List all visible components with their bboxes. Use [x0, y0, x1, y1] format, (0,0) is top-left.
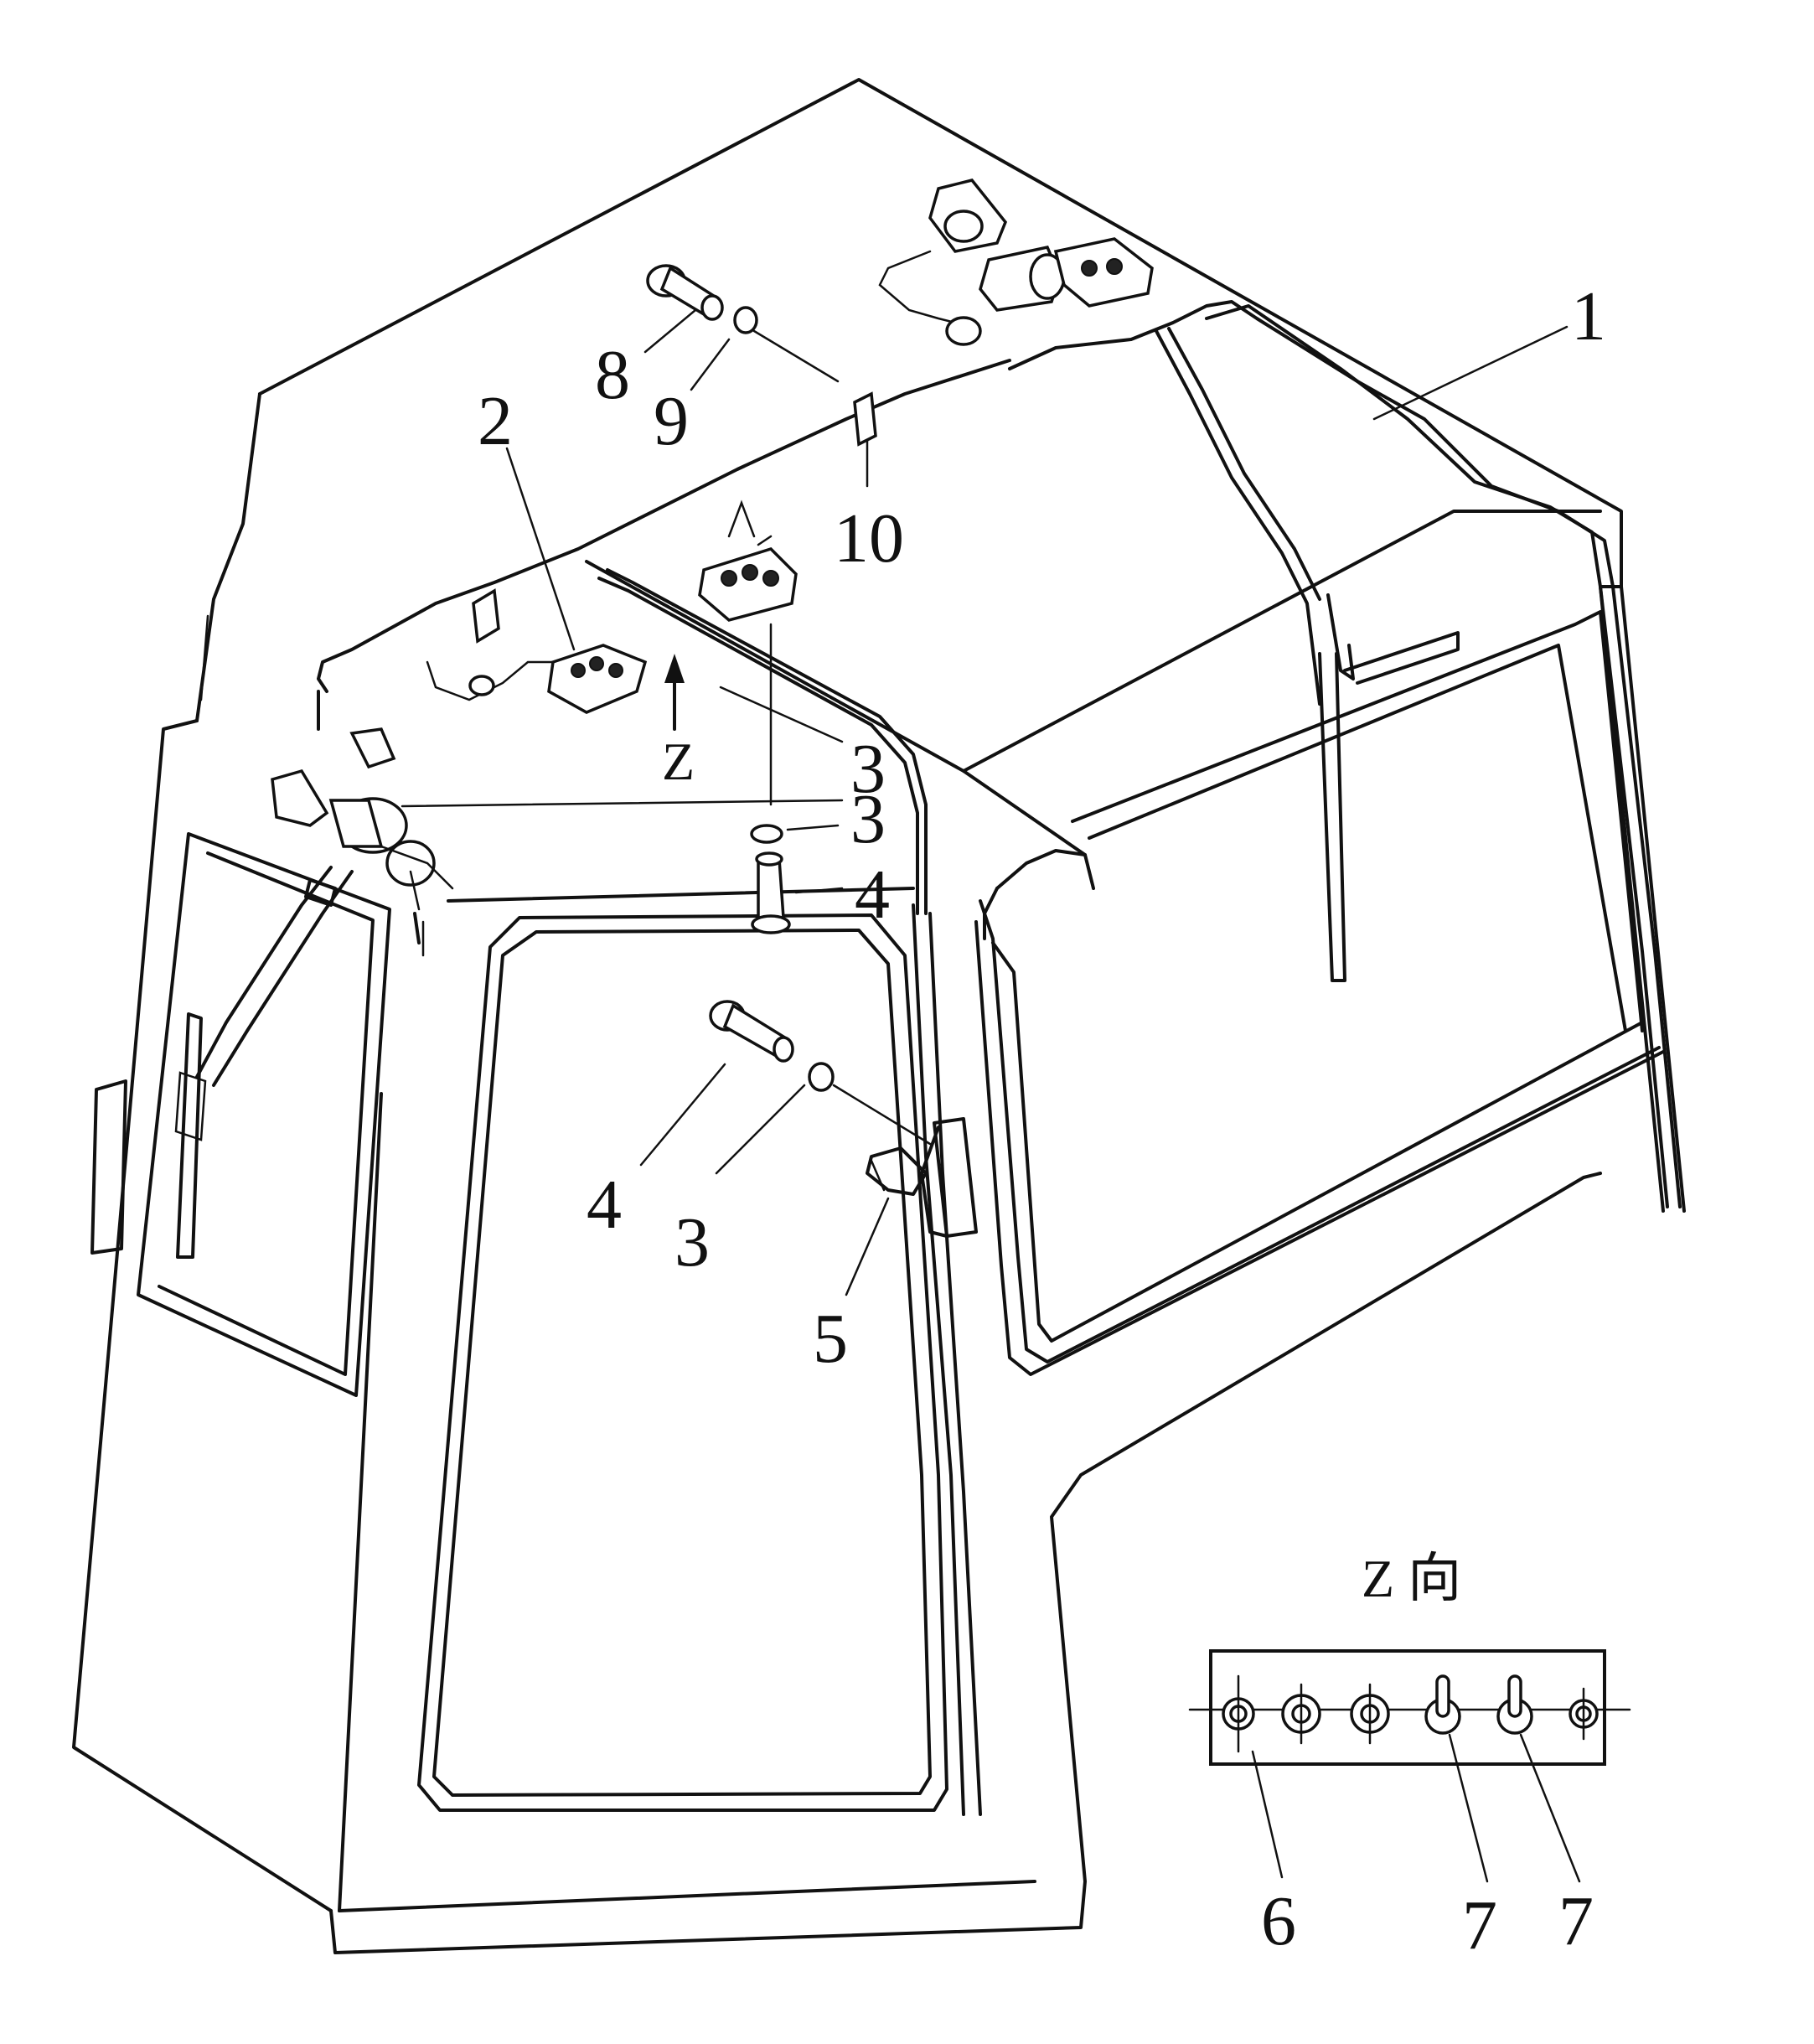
callout-4-upper: 4	[855, 856, 890, 934]
callout-4-lower: 4	[587, 1166, 622, 1244]
callout-3-upper: 3	[850, 730, 886, 808]
panel-switch-1	[1222, 1674, 1255, 1753]
part-3-washer-lower	[808, 1062, 835, 1092]
callout-2: 2	[478, 382, 513, 460]
part-10-clip	[853, 391, 877, 447]
callout-9: 9	[654, 382, 689, 460]
view-z-label: Z	[662, 732, 695, 791]
z-view-panel	[1209, 1649, 1606, 1766]
part-2-switch-panel	[426, 644, 648, 714]
left-wiper-motor	[174, 727, 454, 1259]
view-z-arrow: Z	[662, 654, 695, 791]
roof-console	[698, 499, 798, 622]
panel-toggle-2	[1496, 1674, 1533, 1735]
leader-lines	[401, 308, 1569, 1296]
callout-1: 1	[1571, 277, 1606, 355]
panel-toggle-1	[1424, 1674, 1461, 1735]
part-4-bolt-upper	[751, 851, 791, 934]
z-view-title: Z 向	[1362, 1549, 1461, 1608]
part-9-washer	[733, 306, 758, 334]
part-4-bolt-lower	[709, 1000, 794, 1063]
part-5-handle	[866, 1117, 978, 1238]
part-8-bolt	[646, 264, 724, 321]
wiring-harness	[317, 300, 1682, 1208]
callout-3-lower: 3	[674, 1203, 710, 1281]
panel-switch-3	[1350, 1683, 1390, 1745]
callout-10: 10	[834, 499, 904, 577]
callout-labels: 1 2 3 3 4 4 3 5 8 9 10	[478, 277, 1606, 1378]
callout-5: 5	[813, 1300, 848, 1378]
callout-3-middle: 3	[850, 780, 886, 858]
front-windshield	[974, 610, 1665, 1376]
part-3-washer-upper	[750, 824, 783, 844]
panel-switch-6	[1569, 1687, 1599, 1741]
door	[338, 887, 1036, 1912]
z-view-detail: Z 向 6 7 7	[1188, 1549, 1631, 1964]
callout-7-right: 7	[1558, 1882, 1594, 1960]
panel-switch-2	[1281, 1683, 1321, 1745]
right-wiper-motor	[878, 179, 1154, 346]
callout-8: 8	[595, 336, 630, 414]
harness-clip	[472, 588, 500, 644]
callout-6: 6	[1261, 1882, 1296, 1960]
left-side-window	[137, 832, 391, 1397]
callout-7-left: 7	[1462, 1886, 1497, 1964]
lower-wash-link	[832, 1084, 932, 1146]
